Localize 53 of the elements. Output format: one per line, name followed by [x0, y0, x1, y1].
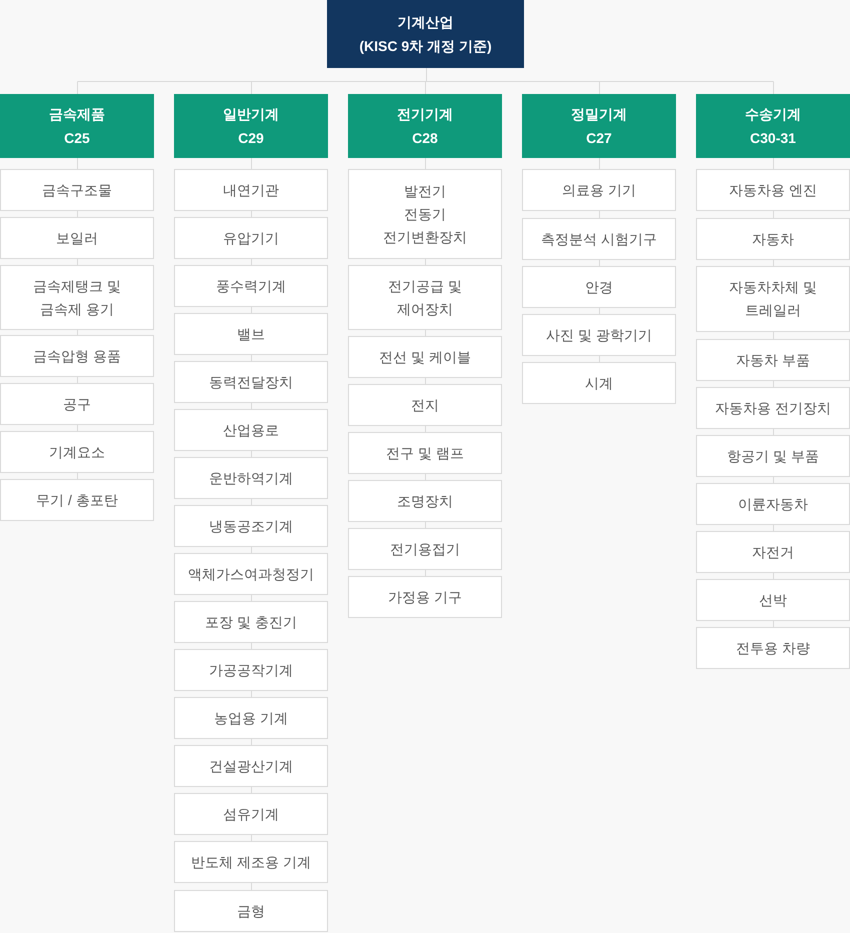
item-box: 항공기 및 부품: [696, 435, 850, 477]
item-box: 액체가스여과청정기: [174, 553, 328, 595]
root-box: 기계산업 (KISC 9차 개정 기준): [327, 0, 524, 68]
item-box: 금속압형 용품: [0, 335, 154, 377]
item-box: 냉동공조기계: [174, 505, 328, 547]
item-box: 유압기기: [174, 217, 328, 259]
item-box: 가정용 기구: [348, 576, 502, 618]
item-box: 시계: [522, 362, 676, 404]
item-box: 금형: [174, 890, 328, 932]
item-box: 동력전달장치: [174, 361, 328, 403]
item-box: 반도체 제조용 기계: [174, 841, 328, 883]
item-box: 전기공급 및 제어장치: [348, 265, 502, 330]
item-box: 농업용 기계: [174, 697, 328, 739]
connector-line: [77, 68, 774, 82]
item-box: 전투용 차량: [696, 627, 850, 669]
item-box: 공구: [0, 383, 154, 425]
item-box: 운반하역기계: [174, 457, 328, 499]
item-box: 선박: [696, 579, 850, 621]
item-box: 이륜자동차: [696, 483, 850, 525]
category-box: 일반기계 C29: [174, 94, 328, 158]
item-box: 자동차용 엔진: [696, 169, 850, 211]
item-box: 섬유기계: [174, 793, 328, 835]
category-box: 정밀기계 C27: [522, 94, 676, 158]
item-box: 건설광산기계: [174, 745, 328, 787]
item-box: 내연기관: [174, 169, 328, 211]
item-box: 자동차차체 및 트레일러: [696, 266, 850, 332]
item-box: 산업용로: [174, 409, 328, 451]
item-box: 밸브: [174, 313, 328, 355]
category-box: 금속제품 C25: [0, 94, 154, 158]
item-box: 사진 및 광학기기: [522, 314, 676, 356]
item-box: 전지: [348, 384, 502, 426]
category-box: 전기기계 C28: [348, 94, 502, 158]
category-box: 수송기계 C30-31: [696, 94, 850, 158]
item-box: 금속제탱크 및 금속제 용기: [0, 265, 154, 330]
item-box: 포장 및 충진기: [174, 601, 328, 643]
item-box: 발전기 전동기 전기변환장치: [348, 169, 502, 259]
item-box: 의료용 기기: [522, 169, 676, 211]
item-box: 안경: [522, 266, 676, 308]
item-box: 무기 / 총포탄: [0, 479, 154, 521]
item-box: 보일러: [0, 217, 154, 259]
item-box: 전선 및 케이블: [348, 336, 502, 378]
item-box: 전구 및 램프: [348, 432, 502, 474]
item-box: 자동차: [696, 218, 850, 260]
item-box: 측정분석 시험기구: [522, 218, 676, 260]
item-box: 전기용접기: [348, 528, 502, 570]
item-box: 조명장치: [348, 480, 502, 522]
item-box: 금속구조물: [0, 169, 154, 211]
item-box: 자동차용 전기장치: [696, 387, 850, 429]
item-box: 가공공작기계: [174, 649, 328, 691]
item-box: 자전거: [696, 531, 850, 573]
item-box: 풍수력기계: [174, 265, 328, 307]
item-box: 자동차 부품: [696, 339, 850, 381]
item-box: 기계요소: [0, 431, 154, 473]
